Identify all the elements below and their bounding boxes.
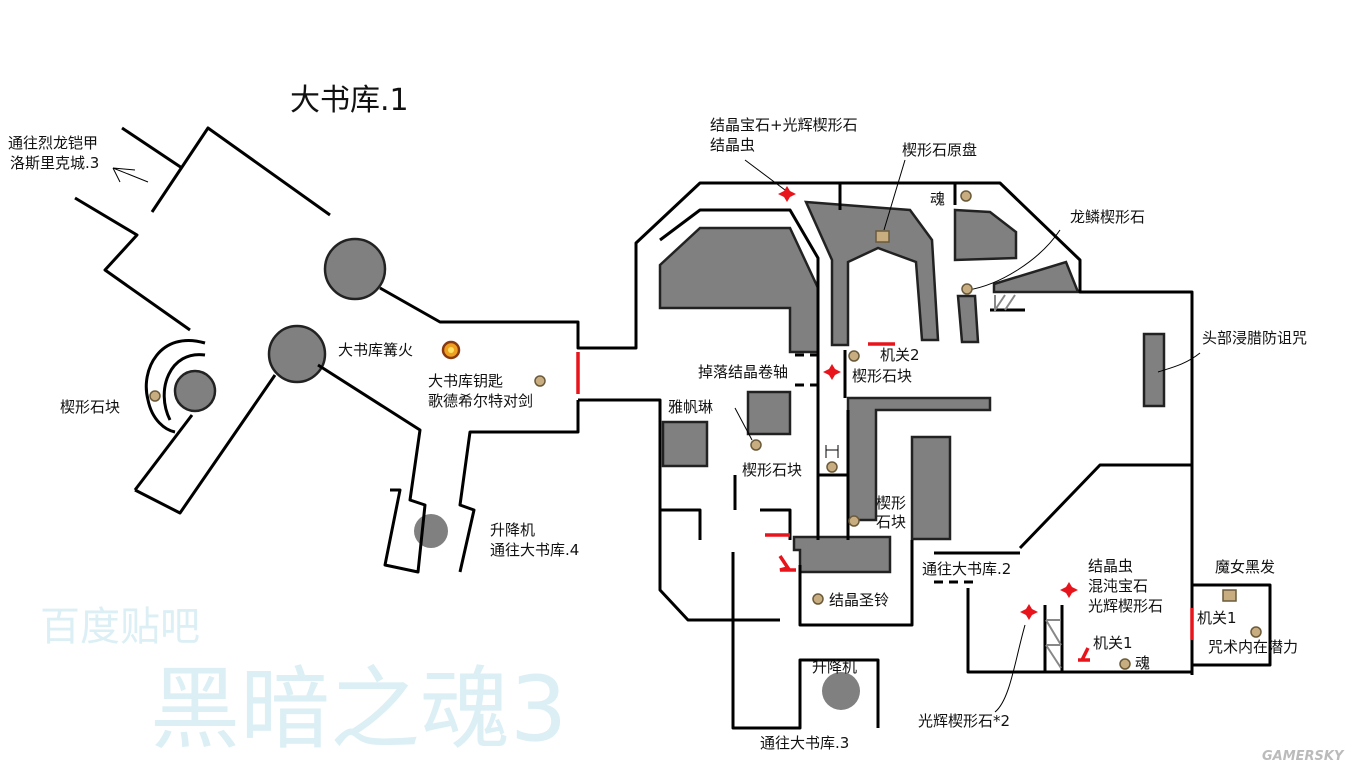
item-marker (812, 593, 824, 605)
label-wedge-left: 楔形石块 (60, 398, 120, 416)
item-marker (1250, 626, 1262, 638)
sparkle-icon (1020, 604, 1038, 620)
label-switch-1: 机关1 (1197, 609, 1237, 627)
label-switch-2: 机关2 (880, 346, 920, 364)
label-witch-hair: 魔女黑发 (1215, 558, 1275, 576)
label-to-lothric: 通往烈龙铠甲 (8, 134, 98, 152)
pillars (173, 200, 1166, 710)
item-marker (1119, 658, 1131, 670)
items (149, 190, 1262, 670)
sparkles (778, 186, 1078, 620)
label-head-spell: 头部浸腊防诅咒 (1202, 329, 1307, 347)
map-title: 大书库.1 (290, 83, 409, 118)
item-marker (960, 190, 972, 202)
label-chaos-gem: 混沌宝石 (1088, 577, 1148, 595)
label-yafan: 雅帆琳 (668, 398, 713, 416)
label-wedge-mid-2: 楔形石块 (742, 461, 802, 479)
label-radiant-wedge: 光辉楔形石 (1088, 597, 1163, 615)
chest-icon (1222, 589, 1237, 602)
label-crystal-bug: 结晶虫 (710, 136, 755, 154)
item-marker (534, 375, 546, 387)
label-scroll: 掉落结晶卷轴 (698, 363, 788, 381)
sparkle-icon (823, 364, 841, 380)
item-marker (961, 283, 973, 295)
sparkle-icon (1060, 582, 1078, 598)
watermark-site: 百度贴吧 (40, 604, 200, 650)
label-elevator-4: 升降机 (490, 521, 535, 539)
label-soul-bottom: 魂 (1135, 654, 1150, 672)
lever-icon (778, 555, 796, 572)
label-switch-1b: 机关1 (1093, 634, 1133, 652)
walls (74, 126, 1272, 730)
label-dragon-scale: 龙鳞楔形石 (1070, 208, 1145, 226)
label-wedge-disc: 楔形石原盘 (902, 141, 977, 159)
label-wedge-mid: 楔形石块 (852, 367, 912, 385)
label-elevator-3: 升降机 (812, 658, 857, 676)
item-marker (750, 439, 762, 451)
item-marker (848, 350, 860, 362)
label-wedge-mid-3b: 石块 (876, 513, 906, 531)
sparkle-icon (778, 186, 796, 202)
doors (576, 342, 1194, 662)
lever-icon (1078, 647, 1090, 662)
bonfire-icon (448, 347, 454, 353)
label-crystal-gem: 结晶宝石+光辉楔形石 (710, 116, 858, 134)
item-marker (826, 461, 838, 473)
label-crystal-bug-2: 结晶虫 (1088, 557, 1133, 575)
label-swords: 歌德希尔特对剑 (428, 392, 533, 410)
label-to-lothric-2: 洛斯里克城.3 (10, 154, 99, 172)
item-marker (149, 390, 161, 402)
label-to-library-2: 通往大书库.2 (922, 560, 1011, 578)
label-bell: 结晶圣铃 (829, 591, 889, 609)
watermark: 百度贴吧 黑暗之魂3 GAMERSKY (40, 604, 1345, 764)
watermark-brand: GAMERSKY (1262, 749, 1345, 764)
labels: 大书库.1 通往烈龙铠甲 洛斯里克城.3 楔形石块 大书库篝火 大书库钥匙 歌德… (8, 83, 1307, 752)
leader-lines (112, 159, 1201, 713)
label-wedge-mid-3: 楔形 (876, 494, 906, 512)
label-to-library-4: 通往大书库.4 (490, 541, 579, 559)
label-bonfire: 大书库篝火 (338, 341, 413, 359)
label-inner-power: 咒术内在潜力 (1208, 638, 1298, 656)
label-radiant-wedge-2: 光辉楔形石*2 (918, 712, 1010, 730)
item-marker (848, 515, 860, 527)
chest-icon (875, 230, 890, 243)
label-to-library-3: 通往大书库.3 (760, 734, 849, 752)
label-soul: 魂 (930, 190, 945, 208)
label-key: 大书库钥匙 (428, 372, 503, 390)
watermark-game: 黑暗之魂3 (150, 657, 567, 762)
